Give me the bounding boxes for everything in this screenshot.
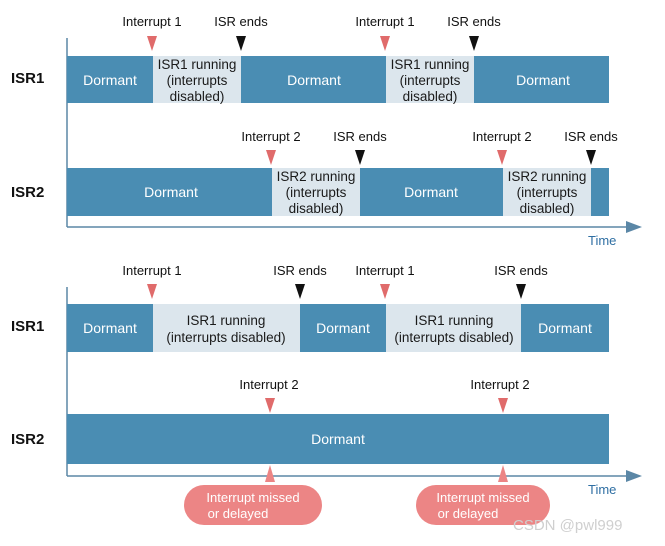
segment-label: Dormant <box>144 184 198 200</box>
segment-label: disabled) <box>170 89 225 104</box>
segment-label: Dormant <box>316 320 370 336</box>
end-marker-icon <box>469 36 479 51</box>
missed-pointer-icon <box>498 465 508 482</box>
missed-pill-text: Interrupt missed <box>206 490 299 505</box>
missed-pill-text: or delayed <box>438 506 499 521</box>
interrupt-marker-icon <box>498 398 508 413</box>
interrupt-1-label: Interrupt 1 <box>355 14 414 29</box>
end-marker-icon <box>295 284 305 299</box>
top-isr1-row-label: ISR1 <box>11 70 44 87</box>
bottom-isr1-running-segment <box>153 304 300 352</box>
isr-ends-label: ISR ends <box>273 263 327 278</box>
segment-label: ISR2 running <box>277 169 356 184</box>
interrupt-1-label: Interrupt 1 <box>122 263 181 278</box>
missed-pointer-icon <box>265 465 275 482</box>
segment-label: (interrupts disabled) <box>394 330 513 345</box>
isr-ends-label: ISR ends <box>447 14 501 29</box>
isr-ends-label: ISR ends <box>333 129 387 144</box>
interrupt-marker-icon <box>265 398 275 413</box>
interrupt-marker-icon <box>380 36 390 51</box>
bottom-time-arrowhead <box>626 470 642 482</box>
end-marker-icon <box>236 36 246 51</box>
bottom-isr1-dormant-segment <box>67 304 153 352</box>
top-isr2-running-segment <box>272 168 360 216</box>
missed-pill-text: or delayed <box>208 506 269 521</box>
segment-label: disabled) <box>520 201 575 216</box>
top-isr2-running-segment <box>503 168 591 216</box>
interrupt-2-label: Interrupt 2 <box>470 377 529 392</box>
interrupt-marker-icon <box>266 150 276 165</box>
interrupt-marker-icon <box>147 36 157 51</box>
missed-pill-text: Interrupt missed <box>436 490 529 505</box>
top-isr2-dormant-segment <box>67 168 272 216</box>
segment-label: Dormant <box>83 320 137 336</box>
top-isr1-dormant-segment <box>474 56 609 103</box>
interrupt-marker-icon <box>147 284 157 299</box>
top-isr2-dormant-segment <box>591 168 609 216</box>
top-isr1-dormant-segment <box>67 56 153 103</box>
segment-label: Dormant <box>538 320 592 336</box>
top-time-label: Time <box>588 233 616 248</box>
bottom-isr2-dormant-segment <box>67 414 609 464</box>
isr-ends-label: ISR ends <box>564 129 618 144</box>
segment-label: ISR2 running <box>508 169 587 184</box>
segment-label: (interrupts <box>286 185 347 200</box>
interrupt-2-label: Interrupt 2 <box>241 129 300 144</box>
missed-interrupt-pill <box>416 485 550 525</box>
segment-label: ISR1 running <box>158 57 237 72</box>
isr-ends-label: ISR ends <box>494 263 548 278</box>
bottom-isr1-row-label: ISR1 <box>11 318 44 335</box>
bottom-isr1-running-segment <box>386 304 521 352</box>
segment-label: (interrupts disabled) <box>166 330 285 345</box>
watermark: CSDN @pwl999 <box>513 517 622 534</box>
end-marker-icon <box>355 150 365 165</box>
segment-label: Dormant <box>287 72 341 88</box>
top-isr1-running-segment <box>153 56 241 103</box>
interrupt-2-label: Interrupt 2 <box>472 129 531 144</box>
bottom-isr1-dormant-segment <box>300 304 386 352</box>
interrupt-1-label: Interrupt 1 <box>355 263 414 278</box>
interrupt-1-label: Interrupt 1 <box>122 14 181 29</box>
interrupt-2-label: Interrupt 2 <box>239 377 298 392</box>
bottom-time-label: Time <box>588 482 616 497</box>
segment-label: (interrupts <box>400 73 461 88</box>
isr-ends-label: ISR ends <box>214 14 268 29</box>
segment-label: ISR1 running <box>187 313 266 328</box>
end-marker-icon <box>586 150 596 165</box>
segment-label: Dormant <box>311 431 365 447</box>
segment-label: disabled) <box>403 89 458 104</box>
segment-label: Dormant <box>516 72 570 88</box>
segment-label: (interrupts <box>167 73 228 88</box>
end-marker-icon <box>516 284 526 299</box>
interrupt-marker-icon <box>380 284 390 299</box>
top-isr2-row-label: ISR2 <box>11 184 44 201</box>
segment-label: ISR1 running <box>415 313 494 328</box>
top-time-arrowhead <box>626 221 642 233</box>
segment-label: ISR1 running <box>391 57 470 72</box>
interrupt-marker-icon <box>497 150 507 165</box>
segment-label: (interrupts <box>517 185 578 200</box>
segment-label: Dormant <box>404 184 458 200</box>
top-isr1-dormant-segment <box>241 56 386 103</box>
segment-label: disabled) <box>289 201 344 216</box>
bottom-isr1-dormant-segment <box>521 304 609 352</box>
top-isr2-dormant-segment <box>360 168 503 216</box>
bottom-isr2-row-label: ISR2 <box>11 431 44 448</box>
segment-label: Dormant <box>83 72 137 88</box>
missed-interrupt-pill <box>184 485 322 525</box>
top-isr1-running-segment <box>386 56 474 103</box>
